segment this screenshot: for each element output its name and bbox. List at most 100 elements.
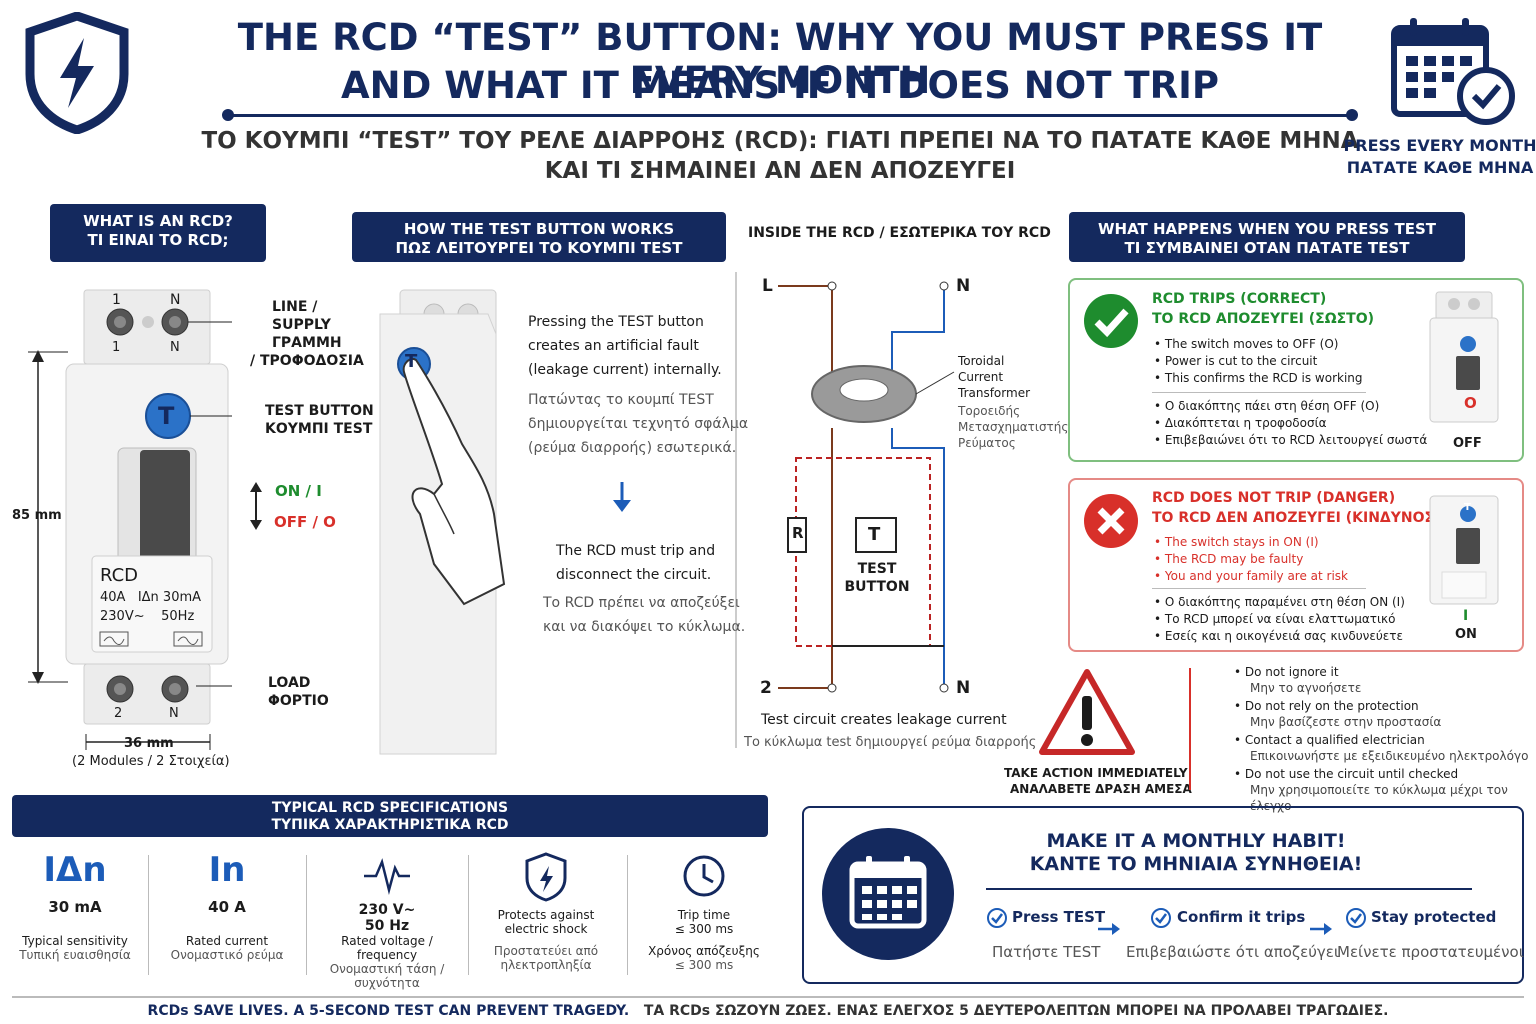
on-state-label: ON [1455, 627, 1477, 642]
page-title-line1: THE RCD “TEST” BUTTON: WHY YOU MUST PRES… [237, 16, 1323, 102]
divider [468, 855, 469, 975]
trips-list-en: The switch moves to OFF (O)Power is cut … [1154, 336, 1363, 387]
test-letter: T [405, 351, 418, 372]
device-name: RCD [100, 565, 139, 586]
divider [627, 855, 628, 975]
resistor-label: R [792, 524, 804, 542]
no-trip-title-en: RCD DOES NOT TRIP (DANGER) [1152, 490, 1396, 506]
what-happens-header: WHAT HAPPENS WHEN YOU PRESS TEST ΤΙ ΣΥΜΒ… [1069, 212, 1465, 262]
habit-title-en: MAKE IT A MONTHLY HABIT! [1046, 830, 1346, 852]
trips-title-en: RCD TRIPS (CORRECT) [1152, 291, 1327, 307]
rcd-on-state-icon [1429, 495, 1499, 605]
arrow-right-icon [1310, 923, 1332, 935]
load-2-label: 2 [760, 678, 772, 698]
no-trip-title-el: ΤΟ RCD ΔΕΝ ΑΠΟΖΕΥΓΕΙ (ΚΙΝΔΥΝΟΣ) [1152, 510, 1441, 526]
habit-title-el: ΚΑΝΤΕ ΤΟ ΜΗΝΙΑΙΑ ΣΥΝΗΘΕΙΑ! [1029, 853, 1363, 875]
calendar-icon [822, 828, 954, 960]
terminal-label: N [170, 340, 180, 355]
height-dimension: 85 mm [12, 508, 62, 523]
arrow-down-icon [613, 482, 631, 512]
take-action-en: TAKE ACTION IMMEDIATELY [1004, 766, 1188, 780]
calendar-check-icon [1391, 18, 1515, 125]
how-test-works-header: HOW THE TEST BUTTON WORKS ΠΩΣ ΛΕΙΤΟΥΡΓΕΙ… [352, 212, 726, 262]
terminal-label: N [169, 706, 179, 721]
off-state-label: OFF [1453, 436, 1482, 451]
divider [986, 888, 1472, 890]
test-button-label: TEST BUTTON ΚΟΥΜΠΙ TEST [265, 403, 374, 437]
clock-icon [683, 855, 725, 897]
rule-dot [1346, 109, 1358, 121]
check-icon [1084, 294, 1138, 348]
press-every-month-en: PRESS EVERY MONTH [1343, 136, 1536, 155]
no-trip-list-el: Ο διακόπτης παραμένει στη θέση ON (I)Το … [1154, 594, 1405, 645]
title-underline [228, 114, 1350, 117]
load-label: LOAD ΦΟΡΤΙΟ [268, 675, 329, 709]
terminal-label: 1 [112, 340, 121, 355]
width-dimension: 36 mm [124, 736, 174, 751]
divider [148, 855, 149, 975]
terminal-label: 1 [112, 292, 121, 308]
rcd-trips-box [1068, 278, 1524, 462]
warning-icon [1039, 669, 1135, 755]
divider [1189, 668, 1191, 790]
test-letter: T [158, 402, 175, 430]
specs-header: TYPICAL RCD SPECIFICATIONS ΤΥΠΙΚΑ ΧΑΡΑΚΤ… [12, 795, 768, 837]
rcd-internal-circuit-diagram [735, 272, 955, 748]
circuit-caption-el: Το κύκλωμα test δημιουργεί ρεύμα διαρροή… [744, 735, 1037, 750]
rcd-off-state-icon [1429, 291, 1499, 423]
step-confirm-trips-el: Επιβεβαιώστε ότι αποζεύγει [1126, 943, 1339, 961]
step-stay-protected-el: Μείνετε προστατευμένοι [1337, 943, 1524, 961]
subtitle-line1: ΤΟ ΚΟΥΜΠΙ “TEST” ΤΟΥ ΡΕΛΕ ΔΙΑΡΡΟΗΣ (RCD)… [201, 128, 1359, 154]
trips-title-el: ΤΟ RCD ΑΠΟΖΕΥΓΕΙ (ΣΩΣΤΟ) [1152, 311, 1375, 327]
press-every-month-el: ΠΑΤΑΤΕ ΚΑΘΕ ΜΗΝΑ [1346, 158, 1534, 177]
test-switch-label: T [868, 524, 881, 545]
divider [1152, 588, 1366, 589]
cross-icon [1084, 494, 1138, 548]
check-circle-icon [987, 908, 1007, 928]
on-off-arrow-icon [250, 482, 262, 530]
check-circle-icon [1151, 908, 1171, 928]
terminal-label: 2 [114, 706, 123, 721]
footer-text: RCDs SAVE LIVES. A 5-SECOND TEST CAN PRE… [147, 1003, 1389, 1019]
spec-rated-current: In 40 A Rated current Ονομαστικό ρεύμα [170, 850, 284, 962]
off-label: OFF / O [274, 513, 336, 531]
step-stay-protected: Stay protected [1371, 908, 1497, 926]
modules-label: (2 Modules / 2 Στοιχεία) [72, 754, 230, 769]
monthly-habit-box [802, 806, 1524, 984]
on-label: ON / I [275, 482, 322, 500]
spec-voltage: 230 V~ 50 Hz Rated voltage / frequency Ο… [312, 850, 462, 990]
step-press-test-el: Πατήστε TEST [992, 943, 1101, 961]
take-action-el: ΑΝΑΛΑΒΕΤΕ ΔΡΑΣΗ ΑΜΕΣΑ [1010, 782, 1192, 796]
subtitle-line2: ΚΑΙ ΤΙ ΣΗΜΑΙΝΕΙ ΑΝ ΔΕΝ ΑΠΟΖΕΥΓΕΙ [544, 158, 1016, 184]
circuit-caption-en: Test circuit creates leakage current [761, 712, 1007, 728]
neutral-top-label: N [956, 276, 971, 296]
rcd-device-illustration [28, 289, 232, 750]
device-rating: 40A IΔn 30mA [100, 590, 202, 605]
device-voltage: 230V~ 50Hz [100, 609, 195, 624]
on-symbol: I [1463, 608, 1469, 624]
divider [1152, 392, 1366, 393]
spec-protection: Protects against electric shock Προστατε… [471, 850, 621, 972]
spec-trip-time: Trip time ≤ 300 ms Χρόνος απόζευξης ≤ 30… [629, 850, 779, 972]
shield-lightning-icon [25, 12, 129, 134]
footer-rule [12, 996, 1524, 998]
shield-icon [525, 852, 567, 902]
step-press-test: Press TEST [1012, 908, 1106, 926]
test-letter: T [1464, 502, 1471, 513]
line-L-label: L [762, 276, 773, 296]
trips-list-el: Ο διακόπτης πάει στη θέση OFF (O)Διακόπτ… [1154, 398, 1427, 449]
step-confirm-trips: Confirm it trips [1177, 908, 1306, 926]
arrow-right-icon [1098, 923, 1120, 935]
terminal-label: N [170, 292, 181, 308]
inside-rcd-header: INSIDE THE RCD / ΕΣΩΤΕΡΙΚΑ ΤΟΥ RCD [748, 225, 1051, 241]
waveform-icon [364, 858, 410, 895]
rcd-no-trip-box [1068, 478, 1524, 652]
